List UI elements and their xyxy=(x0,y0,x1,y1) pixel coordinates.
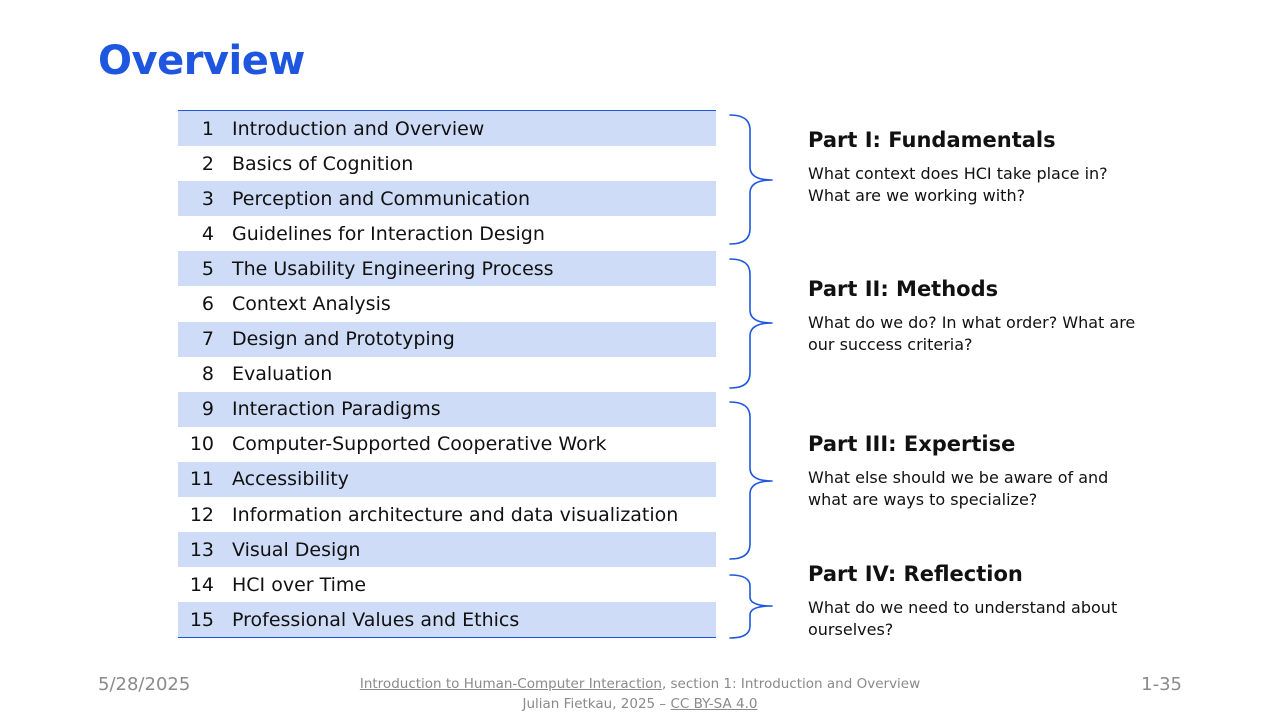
section-text: , section 1: Introduction and Overview xyxy=(661,676,921,692)
chapter-title: Evaluation xyxy=(232,363,333,386)
footer-credits: Introduction to Human-Computer Interacti… xyxy=(340,674,940,714)
page-number: 1-35 xyxy=(1141,674,1182,695)
part-title: Part III: Expertise xyxy=(808,432,1016,456)
chapter-row: 12 Information architecture and data vis… xyxy=(178,497,716,532)
chapter-number: 13 xyxy=(189,538,214,561)
chapter-title: Perception and Communication xyxy=(232,187,531,210)
chapter-title: Interaction Paradigms xyxy=(232,398,441,421)
chapter-number: 5 xyxy=(201,257,214,280)
chapter-title: Accessibility xyxy=(232,468,349,491)
chapter-row: 8 Evaluation xyxy=(178,357,716,392)
part-expertise: Part III: Expertise What else should we … xyxy=(808,432,1138,511)
part-description: What do we need to understand about ours… xyxy=(808,598,1118,639)
chapter-number: 10 xyxy=(189,433,214,456)
part-title: Part II: Methods xyxy=(808,277,999,301)
part-description: What do we do? In what order? What are o… xyxy=(808,313,1136,354)
chapter-row: 15 Professional Values and Ethics xyxy=(178,602,716,638)
chapter-number: 6 xyxy=(201,293,214,316)
chapter-number: 14 xyxy=(189,573,214,596)
chapter-number: 8 xyxy=(201,363,214,386)
chapter-title: Guidelines for Interaction Design xyxy=(232,222,545,245)
chapter-row: 11 Accessibility xyxy=(178,461,716,498)
part-title: Part IV: Reflection xyxy=(808,562,1023,586)
chapter-number: 15 xyxy=(189,608,214,631)
chapter-title: Basics of Cognition xyxy=(232,152,414,175)
chapter-title: Professional Values and Ethics xyxy=(232,608,520,631)
chapter-title: The Usability Engineering Process xyxy=(232,257,554,280)
brace-part-2 xyxy=(729,258,773,389)
chapter-number: 1 xyxy=(201,117,214,140)
chapter-row: 13 Visual Design xyxy=(178,532,716,568)
chapter-list: 1 Introduction and Overview 2 Basics of … xyxy=(178,110,716,639)
author-text: Julian Fietkau, 2025 – xyxy=(522,696,671,712)
chapter-title: Information architecture and data visual… xyxy=(232,503,679,526)
chapter-title: Context Analysis xyxy=(232,293,391,316)
chapter-number: 4 xyxy=(201,222,214,245)
chapter-row: 4 Guidelines for Interaction Design xyxy=(178,216,716,251)
chapter-row: 6 Context Analysis xyxy=(178,286,716,321)
footer-date: 5/28/2025 xyxy=(98,674,191,695)
part-reflection: Part IV: Reflection What do we need to u… xyxy=(808,562,1138,641)
chapter-title: Computer-Supported Cooperative Work xyxy=(232,433,607,456)
chapter-title: Visual Design xyxy=(232,538,361,561)
chapter-row: 5 The Usability Engineering Process xyxy=(178,251,716,287)
chapter-row: 10 Computer-Supported Cooperative Work xyxy=(178,427,716,462)
course-link[interactable]: Introduction to Human-Computer Interacti… xyxy=(359,676,662,692)
brace-part-1 xyxy=(729,114,773,245)
chapter-row: 2 Basics of Cognition xyxy=(178,146,716,181)
chapter-row: 9 Interaction Paradigms xyxy=(178,391,716,427)
chapter-number: 3 xyxy=(201,187,214,210)
chapter-number: 7 xyxy=(201,328,214,351)
chapter-row: 14 HCI over Time xyxy=(178,567,716,602)
chapter-number: 2 xyxy=(201,152,214,175)
chapter-number: 9 xyxy=(201,398,214,421)
chapter-row: 7 Design and Prototyping xyxy=(178,321,716,357)
chapter-row: 1 Introduction and Overview xyxy=(178,111,716,147)
part-description: What context does HCI take place in? Wha… xyxy=(808,164,1108,205)
chapter-number: 11 xyxy=(189,468,214,491)
license-link[interactable]: CC BY-SA 4.0 xyxy=(670,696,758,712)
brace-part-4 xyxy=(729,574,773,639)
chapter-title: HCI over Time xyxy=(232,573,367,596)
chapter-number: 12 xyxy=(189,503,214,526)
part-methods: Part II: Methods What do we do? In what … xyxy=(808,277,1138,356)
chapter-title: Design and Prototyping xyxy=(232,328,455,351)
chapter-title: Introduction and Overview xyxy=(232,117,485,140)
part-fundamentals: Part I: Fundamentals What context does H… xyxy=(808,128,1138,207)
chapter-row: 3 Perception and Communication xyxy=(178,181,716,217)
part-title: Part I: Fundamentals xyxy=(808,128,1056,152)
part-description: What else should we be aware of and what… xyxy=(808,468,1109,509)
brace-part-3 xyxy=(729,401,773,560)
page-title: Overview xyxy=(98,38,305,84)
